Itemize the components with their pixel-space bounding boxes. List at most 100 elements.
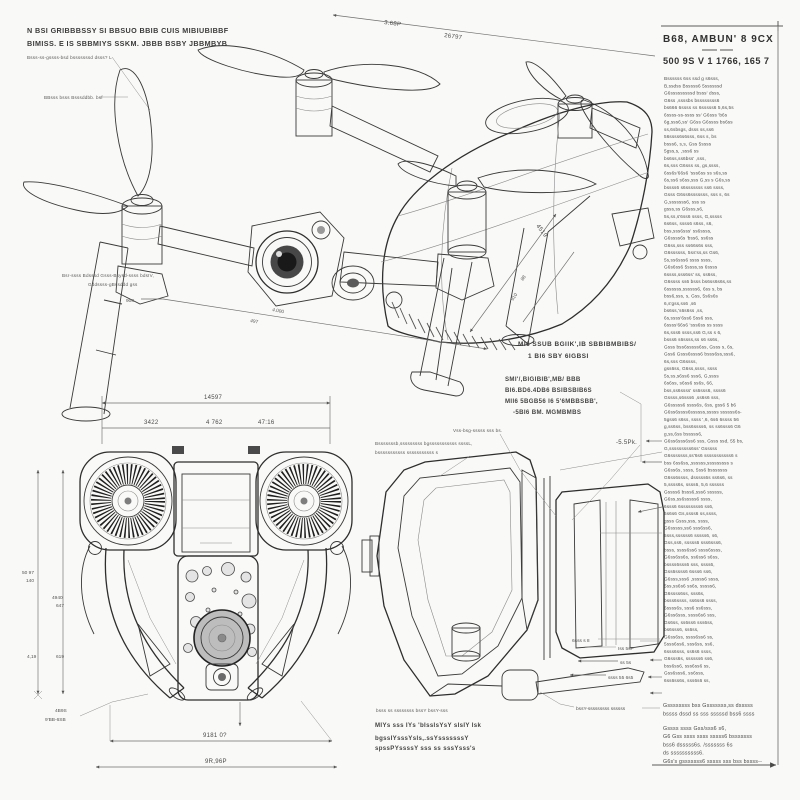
propeller-blade	[323, 63, 441, 91]
note-line: Bsr-ssss Bdsssd Gsss-Bsysd-ssss bdsIV,	[62, 273, 154, 278]
rotor-right	[525, 61, 649, 179]
spec-line: Gsss bss6sssss6ss, Gsss s, 6s,	[664, 344, 734, 349]
side-hook-left	[81, 545, 95, 635]
dim-label: 9181 0?	[203, 733, 227, 739]
spec-line: bsss, ssss6ss6 ssss6ssss,	[664, 547, 722, 552]
note-line: SMI'/,BIGIBIB',MB/ BBB	[505, 376, 581, 383]
canopy-seam	[441, 167, 453, 341]
dim-label: 26797	[444, 33, 463, 41]
fan-axle	[300, 497, 308, 505]
dim-label: 9'BB-6SB	[45, 717, 66, 723]
diag-dim-4519	[469, 213, 557, 333]
annotation-leaders	[439, 433, 663, 534]
spec-subtitle: 500 9S V 1 1766, 165 7	[663, 56, 769, 66]
dim-label: 619	[56, 654, 64, 660]
spec-line: 5gss,s, ,sss6 ss	[664, 149, 699, 154]
spec-line: G6sss,sss6 ,sssss6 ssss,	[664, 576, 720, 581]
spec-line: 5sss6ss6, sss6ss, ss6,	[664, 642, 714, 647]
leg-left-skid	[61, 406, 111, 422]
notes-top-left: N BSI GRIBBBSSY SI BBSUO BBIB CUIS MIBIU…	[27, 26, 228, 111]
spec-line: bssss6 s6sssssss ss6 ssss,	[664, 185, 724, 190]
note-line: Gddssss-gBssddd gss	[88, 282, 138, 287]
arm-rear	[329, 105, 439, 173]
spec-line: G6ssss6ss, sss6s,	[664, 591, 705, 596]
rotor-rear-left	[23, 68, 169, 305]
spec-line: 6ss6s'66s6 'sss6ss ss s6s,ss	[664, 170, 728, 175]
bottom-cylinder-base	[451, 650, 481, 662]
spec-footer-line: ds ssssssssss6.	[663, 751, 704, 757]
spec-line: 6ssss,sss6ss' ss, ss6ss,	[664, 272, 717, 277]
dim-label: 647	[56, 603, 64, 609]
spec-line: G6sssssssssd bsss' dsss,	[664, 91, 720, 96]
propeller-blade	[197, 45, 305, 78]
leg-front-skid	[410, 371, 464, 397]
propeller-blade	[114, 68, 153, 197]
canopy-seam	[397, 133, 649, 217]
spec-line: G6ssss6s 'bss6, ss6ss	[664, 236, 714, 241]
spec-line: G6s6ss6 5ssss,ss 6ssss	[664, 265, 718, 270]
dim-label: 910	[510, 292, 520, 302]
prop-hub	[456, 180, 478, 192]
spec-line: Gsss G6ss6sssssss, sss s, 6s	[664, 192, 730, 197]
canopy-top-hatch	[485, 97, 569, 135]
spec-line: bs6ss,'s6s6ss ,ss,	[664, 308, 703, 313]
gimbal-drum	[331, 265, 375, 301]
battery-seams	[182, 499, 250, 544]
dim-label: 88	[520, 274, 528, 282]
leader-line-1	[111, 56, 151, 111]
lower-module	[205, 663, 239, 691]
canopy-seam	[553, 111, 561, 315]
main-isometric-view: 3.68P 26797 4519 908 4.000 497 88 910 Bs…	[23, 13, 656, 422]
panel-leader-stubs	[619, 391, 663, 695]
hinge-tab	[248, 446, 260, 454]
spec-line: g,ss,6ss bsssss6,	[664, 431, 702, 436]
spec-line: G6ssssss, 5ss'ss,ss Gs6,	[664, 250, 719, 255]
spec-line: 6s,sss G6ssss,	[664, 359, 697, 364]
spec-line: 6ssss'66s6 'sss6ss ss ssss	[664, 323, 723, 328]
fan-shroud	[83, 456, 173, 546]
shell-edge-band	[521, 469, 539, 632]
spec-line: bssss6sss6 sss, ssss6,	[664, 562, 715, 567]
top-camera-mark	[217, 633, 227, 643]
spec-footer-line: Gssss ssss Gss/sss6 s6,	[663, 726, 726, 732]
spec-line: 6s6ss, s6ss6 ss6s, 66,	[664, 381, 713, 386]
spec-line: 5s,ss6sss6 ssss ssss,	[664, 257, 712, 262]
dim-label: 3.68P	[384, 20, 402, 28]
shell-left	[376, 451, 539, 697]
spec-line: G6ss6ssss, dsssss6s ss6s6, ss	[664, 475, 733, 480]
spec-line: gsss,ss G6sss,s6,	[664, 207, 703, 212]
motor-top	[295, 72, 333, 88]
fan-shroud	[259, 456, 349, 546]
gimbal-foot	[385, 291, 403, 309]
dim-label: 4,19	[27, 654, 37, 660]
dim-label: 9R,96P	[205, 759, 227, 765]
arm-left	[157, 225, 255, 267]
motor-bracket	[435, 253, 495, 301]
side-view: Vss-bsg-sssss sss bs. Bsssssssb,ssssssss…	[361, 428, 665, 752]
gimbal-knob	[311, 220, 331, 240]
arm-right	[589, 107, 641, 149]
mid-panel	[629, 499, 659, 649]
fan-hub-inner	[293, 490, 315, 512]
label: ss 5s	[620, 660, 632, 666]
fan-ring	[265, 462, 343, 540]
spec-line: G6sss6s, ssssss6 ss6,	[664, 656, 714, 661]
dim-bottom-1-ext	[109, 700, 333, 742]
motor-body	[447, 191, 487, 253]
spec-line: B,ssdss Bsssss6 5ssssssd	[664, 83, 722, 88]
motor-top	[121, 197, 163, 215]
label: bssY-sssssssss ssssss	[576, 706, 626, 712]
canopy-seam	[380, 171, 650, 263]
shoulder-knob	[632, 244, 648, 260]
spec-line: 5,ssss6s, ssss6, 5,6 ssssss	[664, 482, 725, 487]
dim-cross-tick	[33, 690, 43, 700]
camera-lens-ring	[262, 237, 312, 287]
fan-hub	[287, 484, 321, 518]
spec-line: G6sssss,ss6 sss6ss6,	[664, 526, 712, 531]
spec-line: G6ss6s, ssss, 5ss6 bsssssss	[664, 468, 728, 473]
note-header-line2: BIMISS. E IS SBBMIYS SSKM. JBBB BSBY JBB…	[27, 39, 227, 48]
spec-line: 6,s'gss,ss6 ,s6	[664, 301, 696, 306]
fan-hub	[111, 484, 145, 518]
